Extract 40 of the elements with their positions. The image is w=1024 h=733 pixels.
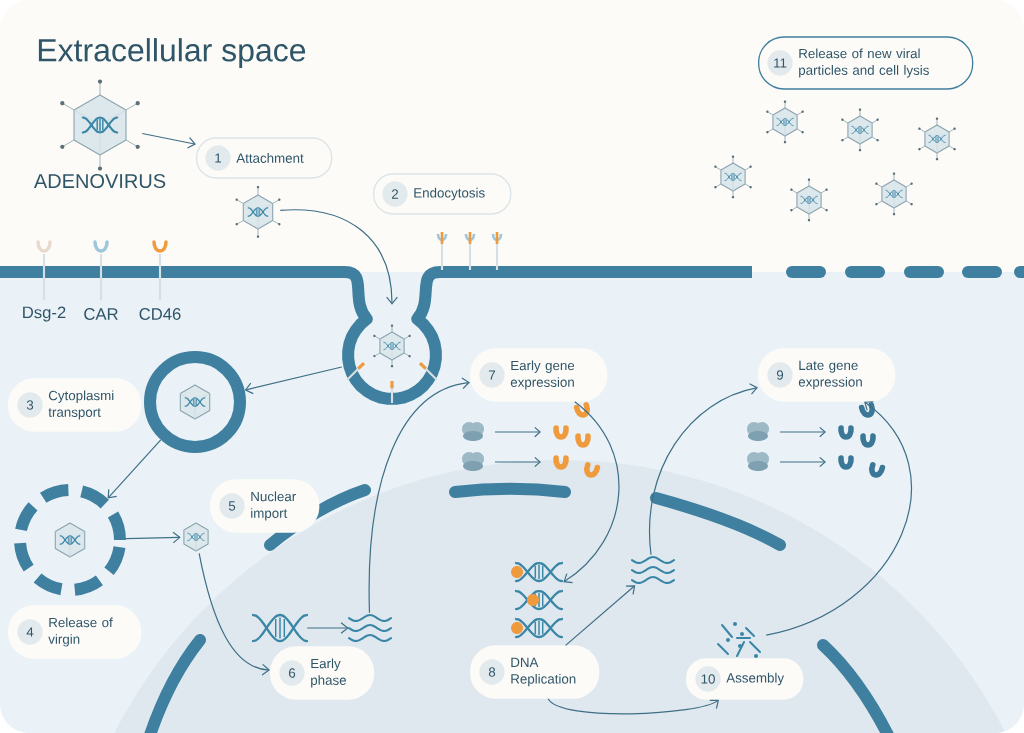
arrow — [306, 622, 349, 634]
step-label: 7 Early gene expression — [470, 348, 608, 402]
step-label: 8 DNA Replication — [470, 645, 600, 699]
arrow — [563, 401, 620, 584]
step-label: 6 Early phase — [270, 646, 375, 700]
virus-icon — [183, 522, 209, 552]
step-label: 5 Nuclear import — [210, 479, 320, 533]
arrow — [279, 209, 398, 305]
step-label: 9 Late gene expression — [758, 348, 896, 402]
receptor-label: CD46 — [139, 308, 181, 320]
step-label: 10 Assembly — [686, 658, 804, 700]
arrow — [141, 132, 196, 149]
arrow — [125, 531, 181, 544]
step-label: 2 Endocytosis — [373, 173, 512, 215]
virus-icon — [60, 79, 140, 171]
arrow — [368, 377, 470, 614]
virus-icon — [235, 186, 281, 238]
arrow — [765, 401, 913, 636]
step-label: 1 Attachment — [196, 137, 333, 179]
step-label: 4 Release of virgin — [8, 605, 142, 659]
dna-helix-icon — [251, 613, 309, 643]
arrow — [244, 366, 343, 395]
node-label: ADENOVIRUS — [33, 173, 166, 189]
arrow — [198, 552, 270, 676]
arrow — [547, 698, 720, 715]
vesicle-drawing — [144, 351, 246, 453]
assembly-icon — [717, 622, 761, 658]
vesicle-drawing — [14, 484, 126, 596]
title: Extracellular space — [38, 38, 306, 68]
dna-replication-icon — [511, 561, 564, 639]
receptor-label: CAR — [84, 308, 118, 320]
mrna-icon — [347, 613, 393, 643]
mrna-icon — [630, 555, 676, 585]
endosome-drawing — [346, 324, 438, 403]
step-label: 3 Cytoplasmi transport — [8, 378, 142, 432]
receptor-label: Dsg-2 — [23, 306, 66, 322]
arrow — [565, 585, 636, 646]
arrow — [107, 439, 162, 499]
step-label: 11 Release of new viral particles and cell lysis — [758, 36, 974, 90]
arrow — [648, 383, 758, 556]
